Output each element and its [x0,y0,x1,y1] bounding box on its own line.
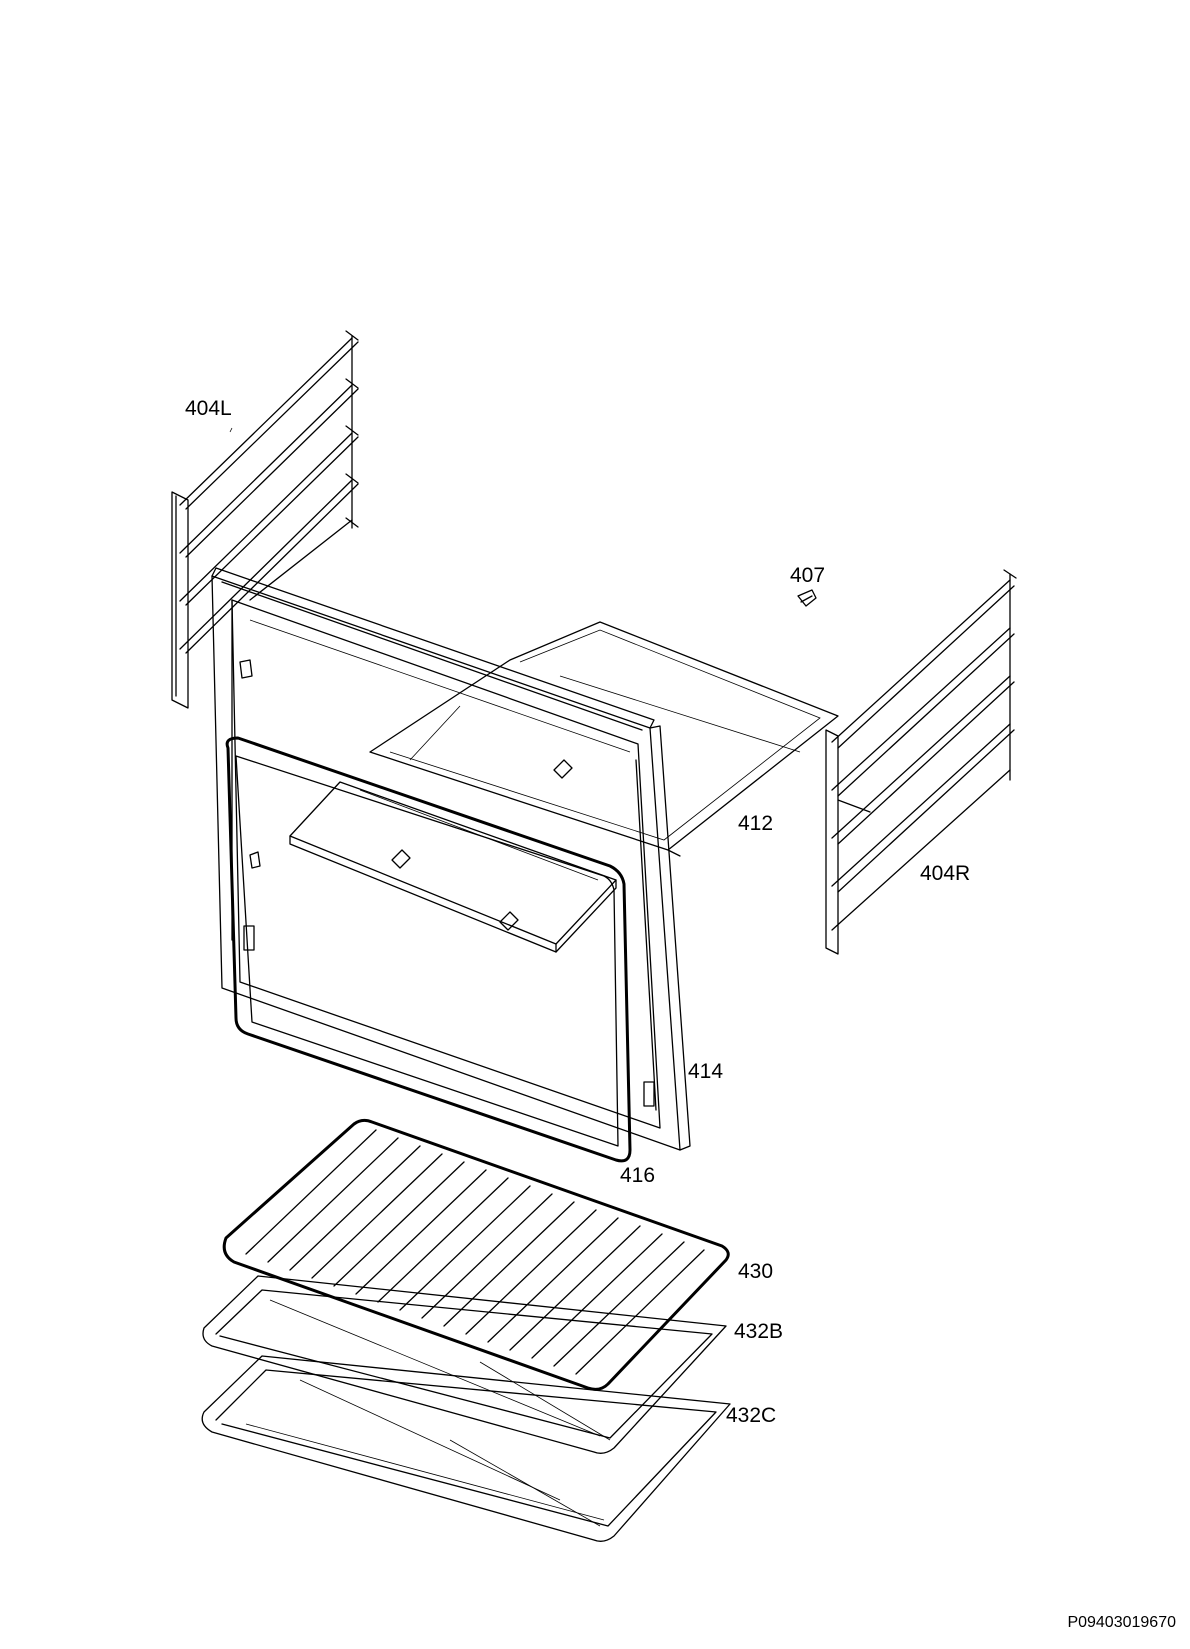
part-label-407: 407 [790,564,826,587]
shelf-support-left [171,330,359,709]
part-label-430: 430 [738,1260,774,1283]
wire-grill-rack [222,1118,730,1391]
shelf-support-right [825,569,1017,955]
door-seal-gasket [225,736,632,1163]
grill-bars [245,1129,705,1375]
part-label-404R: 404R [920,862,971,885]
tray-inside-view [289,759,617,953]
document-code: P09403019670 [1067,1614,1176,1631]
part-label-432B: 432B [734,1320,784,1343]
inner-glass-panel [369,621,839,857]
part-label-404L: 404L [185,397,232,420]
part-label-412: 412 [738,812,774,835]
part-label-414: 414 [688,1060,724,1083]
baking-tray-shallow [202,1275,727,1454]
part-label-432C: 432C [726,1404,777,1427]
part-label-416: 416 [620,1164,656,1187]
baking-tray-deep [201,1355,731,1542]
clip-part [797,589,817,607]
door-inner-frame [211,567,691,1151]
